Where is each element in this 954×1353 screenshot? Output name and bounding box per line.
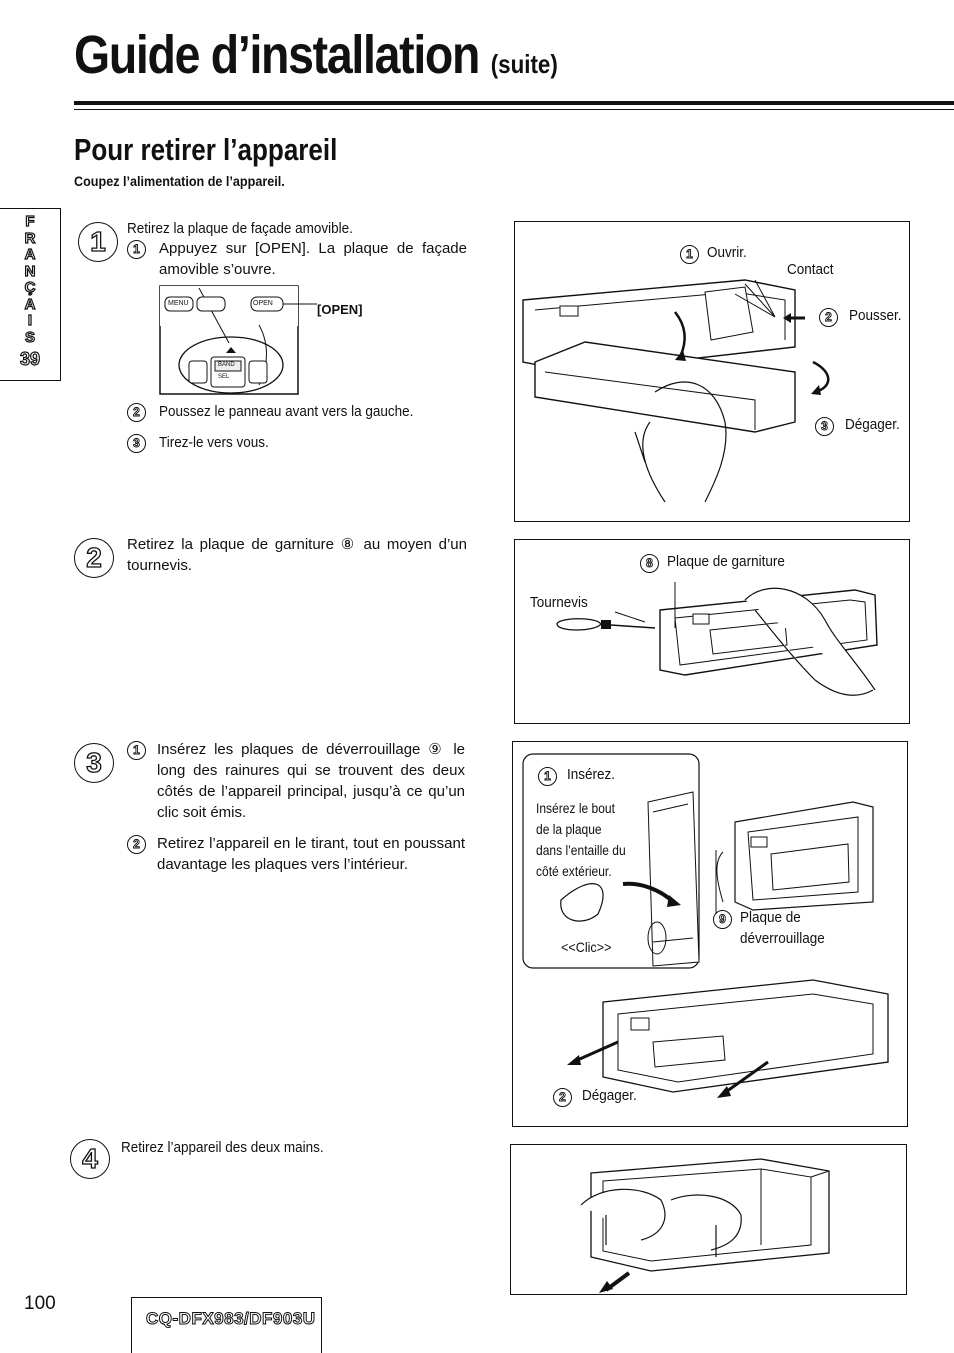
tab-letter: A	[24, 246, 36, 263]
step-3-number: 3	[74, 743, 114, 783]
step-3-substep-2-text: Retirez l’appareil en le tirant, tout en…	[157, 835, 465, 873]
step-1-substep-3-text: Tirez-le vers vous.	[159, 434, 269, 451]
trim-plate-removal-illustration	[556, 582, 878, 696]
fig3-release-plate-number: 9	[713, 910, 732, 929]
fig2-screwdriver-label: Tournevis	[530, 594, 588, 611]
tab-letter: F	[25, 213, 35, 230]
fig3-insert-detail: Insérez le bout de la plaque dans l’enta…	[536, 798, 626, 882]
model-box	[131, 1297, 322, 1353]
fig1-contact-label: Contact	[787, 261, 834, 278]
tab-letter: I	[27, 312, 33, 329]
step-3-substep-1-number: 1	[127, 741, 146, 760]
insert-detail-line: dans l’entaille du	[536, 842, 626, 858]
open-button-inset-diagram	[159, 285, 317, 395]
step-1-substep-2-text: Poussez le panneau avant vers la gauche.	[159, 403, 414, 420]
insert-detail-line: côté extérieur.	[536, 863, 612, 879]
insert-detail-line: de la plaque	[536, 821, 602, 837]
step-4-number: 4	[70, 1139, 110, 1179]
step-3-substep-1-text: Insérez les plaques de déverrouillage ⑨ …	[157, 741, 465, 821]
inset-band-label: BAND	[218, 362, 235, 368]
fig1-open-number: 1	[680, 245, 699, 264]
fig3-insert-label: Insérez.	[567, 766, 616, 783]
language-tab-page-ref: 39	[19, 348, 41, 369]
language-tab-letters: F R A N Ç A I S	[18, 213, 42, 346]
tab-letter: Ç	[24, 279, 36, 296]
fig3-click-label: <<Clic>>	[561, 939, 612, 955]
step-3-substep-2-number: 2	[127, 835, 146, 854]
inset-menu-label: MENU	[168, 300, 189, 307]
page-number: 100	[24, 1293, 56, 1314]
fig3-release-plate-label-1: Plaque de	[740, 909, 801, 926]
step-2-number: 2	[74, 538, 114, 578]
model-number: CQ-DFX983/DF903U	[146, 1309, 316, 1329]
fig2-trim-plate-label: Plaque de garniture	[667, 553, 785, 570]
step-1-intro: Retirez la plaque de façade amovible.	[127, 220, 353, 237]
section-subtitle: Coupez l’alimentation de l’appareil.	[74, 173, 285, 189]
step-1-substep-1-number: 1	[127, 240, 146, 259]
step-2-text: Retirez la plaque de garniture ⑧ au moye…	[127, 536, 467, 574]
page-title: Guide d’installation (suite)	[74, 28, 558, 82]
step-1-substep-3-number: 3	[127, 434, 146, 453]
inset-sel-label: SEL	[218, 374, 230, 380]
step-4-text: Retirez l’appareil des deux mains.	[121, 1139, 324, 1156]
fig1-push-number: 2	[819, 308, 838, 327]
fig1-release-label: Dégager.	[845, 416, 900, 433]
inset-open-label: OPEN	[253, 300, 273, 307]
section-title: Pour retirer l’appareil	[74, 132, 338, 167]
header-rule-thin	[74, 109, 954, 110]
fig2-trim-plate-number: 8	[640, 554, 659, 573]
fig3-release-plate-label-2: déverrouillage	[740, 930, 825, 947]
fig1-release-number: 3	[815, 417, 834, 436]
page-title-suffix: (suite)	[490, 49, 558, 79]
fig3-insert-number: 1	[538, 767, 557, 786]
faceplate-removal-illustration	[522, 279, 830, 503]
release-plate-illustration	[522, 753, 889, 1098]
tab-letter: N	[24, 262, 36, 280]
language-side-tab	[0, 208, 61, 381]
step-1-substep-1-text: Appuyez sur [OPEN]. La plaque de façade …	[159, 240, 467, 278]
page-title-text: Guide d’installation	[74, 25, 480, 85]
fig3-release-label: Dégager.	[582, 1087, 637, 1104]
fig1-open-label: Ouvrir.	[707, 244, 747, 261]
tab-letter: S	[24, 328, 35, 346]
step-1-substep-2-number: 2	[127, 403, 146, 422]
tab-letter: A	[24, 295, 36, 313]
insert-detail-line: Insérez le bout	[536, 800, 615, 816]
unit-removal-illustration	[580, 1158, 830, 1293]
header-rule-thick	[74, 101, 954, 105]
open-button-label: [OPEN]	[317, 302, 363, 317]
tab-letter: R	[24, 229, 36, 247]
step-1-number: 1	[78, 222, 118, 262]
fig1-push-label: Pousser.	[849, 307, 902, 324]
fig3-release-number: 2	[553, 1088, 572, 1107]
